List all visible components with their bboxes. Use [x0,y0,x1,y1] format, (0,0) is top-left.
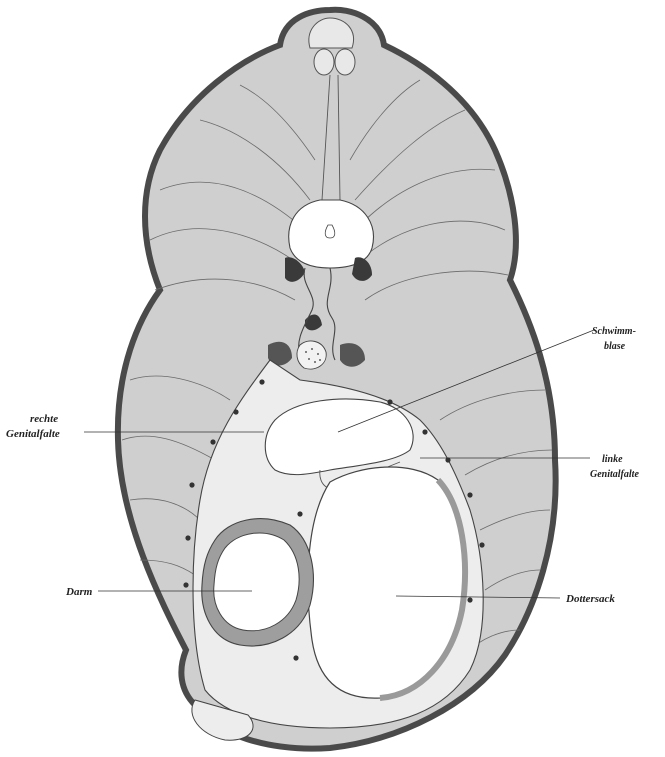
label-rechte-genitalfalte-line1: rechte [30,413,58,425]
notochord-center [325,225,335,238]
label-schwimmblase-line1: Schwimm- [592,326,636,337]
label-linke-genitalfalte-line1: linke [602,454,623,465]
label-rechte-genitalfalte-line2: Genitalfalte [6,428,60,440]
dorsal-fin-lobe-left [314,49,334,75]
label-dottersack: Dottersack [565,593,615,605]
intestine-lumen [214,533,299,631]
label-schwimmblase-line2: blase [604,341,626,352]
label-darm: Darm [65,586,93,598]
dotted-gland [297,341,326,369]
dorsal-fin-lobe-right [335,49,355,75]
label-linke-genitalfalte-line2: Genitalfalte [590,469,639,480]
